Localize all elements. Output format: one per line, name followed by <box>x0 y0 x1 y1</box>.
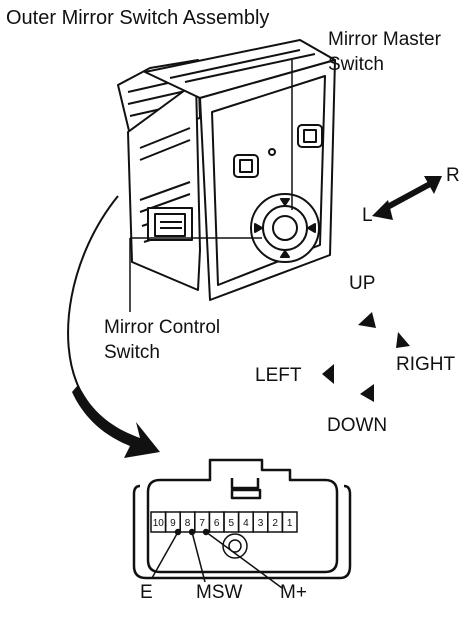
lr-right-label: R <box>446 165 460 186</box>
switch-assembly <box>117 39 336 301</box>
connector-pin-number: 2 <box>272 518 278 529</box>
direction-arrows <box>322 312 410 402</box>
arrow-down-icon <box>360 384 374 402</box>
connector-pin-number: 8 <box>185 518 191 529</box>
direction-right-label: RIGHT <box>396 354 456 375</box>
connector-pin-number: 7 <box>199 518 205 529</box>
connector-pin-number: 4 <box>243 518 249 529</box>
terminal-msw-label: MSW <box>196 582 243 603</box>
direction-down-label: DOWN <box>327 415 388 436</box>
curved-arrow-to-connector <box>67 195 160 458</box>
direction-left-label: LEFT <box>255 365 302 386</box>
leader-lines <box>129 60 293 312</box>
lr-left-label: L <box>362 205 373 226</box>
connector-pin-number: 3 <box>258 518 264 529</box>
terminal-m-plus-label: M+ <box>280 582 307 603</box>
connector-pin-number: 10 <box>153 518 165 529</box>
direction-up-label: UP <box>349 273 376 294</box>
arrow-left-icon <box>322 364 334 384</box>
diagram-title: Outer Mirror Switch Assembly <box>6 7 270 29</box>
mirror-control-switch-label-line2: Switch <box>104 342 160 363</box>
arrow-up-icon <box>358 312 376 328</box>
lr-double-arrow-icon <box>372 176 442 220</box>
connector-pin-cell <box>281 511 298 533</box>
connector-pin-number: 9 <box>170 518 176 529</box>
connector-outline <box>132 458 352 580</box>
terminal-e-label: E <box>140 582 153 603</box>
arrow-right-icon <box>396 332 410 348</box>
connector-lock-circle <box>222 533 248 559</box>
e-leader <box>151 531 179 579</box>
connector-pin-number: 6 <box>214 518 220 529</box>
msw-leader <box>191 531 206 583</box>
terminal-leader-lines <box>151 528 283 589</box>
m-plus-leader <box>205 531 283 589</box>
connector-pin-number: 1 <box>287 518 293 529</box>
mirror-control-switch-label-line1: Mirror Control <box>104 317 221 338</box>
mirror-master-switch-label-line1: Mirror Master <box>328 29 441 50</box>
connector-pin-number: 5 <box>229 518 235 529</box>
mirror-master-switch-label-line2: Switch <box>328 54 384 75</box>
